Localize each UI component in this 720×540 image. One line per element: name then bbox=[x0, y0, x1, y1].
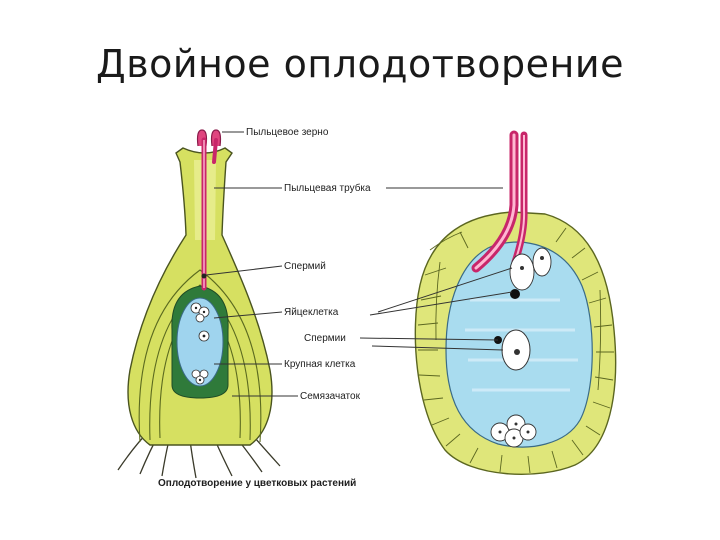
embryo-sac bbox=[176, 297, 224, 387]
leader-lines bbox=[205, 131, 513, 397]
pistil-illustration bbox=[117, 129, 281, 479]
sperm-cell bbox=[510, 289, 520, 299]
label-central-cell: Крупная клетка bbox=[284, 359, 356, 370]
label-pollen-tube: Пыльцевая трубка bbox=[284, 182, 371, 194]
label-egg-cell: Яйцеклетка bbox=[284, 307, 339, 318]
label-pollen-grain: Пыльцевое зерно bbox=[246, 127, 329, 138]
slide-title: Двойное оплодотворение bbox=[96, 42, 624, 86]
figure-caption: Оплодотворение у цветковых растений bbox=[158, 478, 356, 489]
label-sperm: Спермий bbox=[284, 261, 326, 272]
label-sperms: Спермии bbox=[304, 333, 346, 344]
ovule-closeup-illustration bbox=[414, 130, 617, 475]
label-ovule: Семязачаток bbox=[300, 391, 361, 402]
